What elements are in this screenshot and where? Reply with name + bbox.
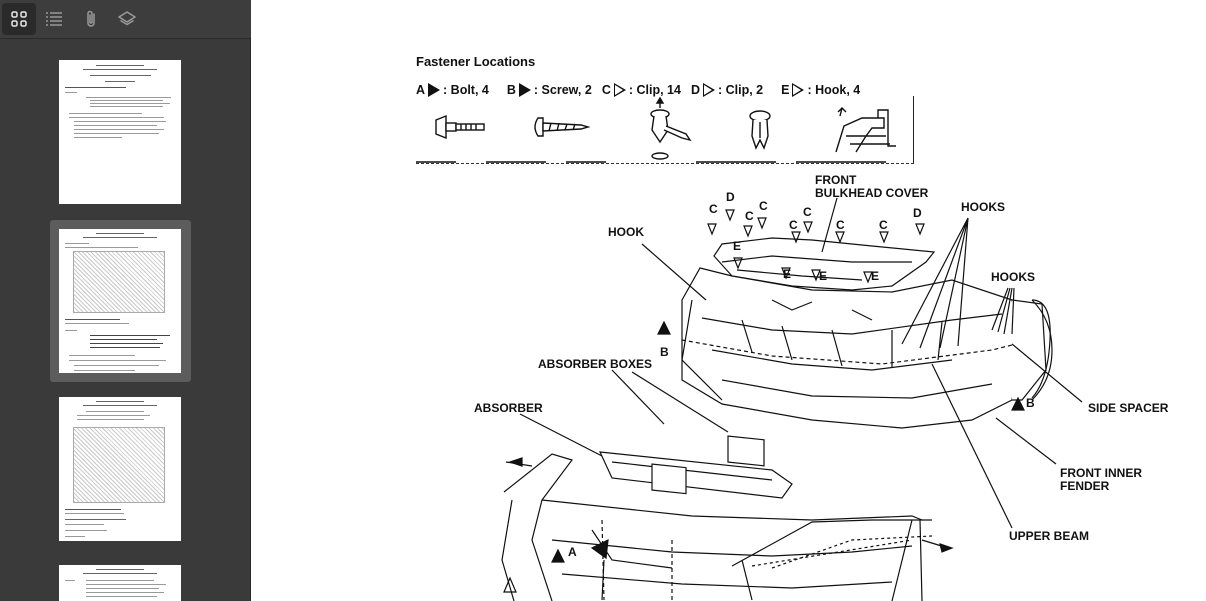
label-hooks-1: HOOKS <box>961 200 1006 214</box>
clip-letter: D <box>913 206 922 220</box>
list-icon <box>46 12 62 26</box>
open-triangle-icon <box>702 83 715 97</box>
label-side-spacer: SIDE SPACER <box>1088 401 1169 415</box>
filled-triangle-icon <box>428 83 441 97</box>
label-marker-b-left: B <box>660 345 669 359</box>
legend-letter: B <box>506 83 516 97</box>
sidebar-toolbar <box>0 0 251 39</box>
thumbnail-list <box>0 40 251 601</box>
clip-letter: C <box>789 218 798 232</box>
fastener-icons <box>416 96 896 163</box>
clip-letter: D <box>726 190 735 204</box>
clip-letter: C <box>709 202 718 216</box>
label-hook: HOOK <box>608 225 644 239</box>
hook-e-icon <box>835 107 896 153</box>
legend-text: : Screw, 2 <box>533 83 592 97</box>
legend-text: : Clip, 14 <box>628 83 681 97</box>
clip-letter: C <box>759 199 768 213</box>
legend-text: : Hook, 4 <box>807 83 861 97</box>
fastener-illustrations <box>416 96 914 164</box>
label-absorber: ABSORBER <box>474 401 543 415</box>
legend-text: : Clip, 2 <box>717 83 764 97</box>
label-upper-beam: UPPER BEAM <box>1009 529 1090 543</box>
legend-letter: E <box>781 83 790 97</box>
thumbnail-page-image <box>59 60 181 204</box>
fastener-legend: A : Bolt, 4 B : Screw, 2 C : Clip, 14 D … <box>416 82 870 98</box>
layers-icon <box>118 11 136 26</box>
page-title: Fastener Locations <box>416 54 536 69</box>
legend-letter: D <box>690 83 700 97</box>
legend-item-a: A : Bolt, 4 <box>416 82 489 98</box>
screw-icon <box>534 117 591 137</box>
thumbnail-page-image <box>59 565 181 601</box>
clip-letter: C <box>836 218 845 232</box>
clip-letter: E <box>871 269 880 283</box>
clip-letter: E <box>733 239 742 253</box>
paperclip-icon <box>87 10 95 27</box>
legend-item-e: E : Hook, 4 <box>781 82 860 98</box>
clip-letter: E <box>783 267 792 281</box>
legend-item-d: D : Clip, 2 <box>691 82 763 98</box>
label-front-bulkhead-cover-2: BULKHEAD COVER <box>815 186 929 200</box>
legend-item-c: C : Clip, 14 <box>602 82 681 98</box>
label-marker-a: A <box>568 545 577 559</box>
bolt-icon <box>435 114 485 140</box>
label-front-inner-fender-1: FRONT INNER <box>1060 466 1142 480</box>
clip-d-icon <box>749 110 771 150</box>
clip-letter: C <box>803 205 812 219</box>
bumper-exploded-diagram <box>501 197 1083 601</box>
open-triangle-icon <box>792 83 805 97</box>
clip-letter: C <box>879 218 888 232</box>
thumbnail-page-image <box>59 397 181 541</box>
page-thumbnail-1[interactable] <box>50 54 191 208</box>
legend-letter: C <box>601 83 611 97</box>
sidebar <box>0 0 251 601</box>
label-front-bulkhead-cover-1: FRONT <box>815 173 857 187</box>
page-thumbnail-2[interactable] <box>50 220 191 382</box>
page-thumbnail-3[interactable] <box>50 392 191 546</box>
legend-item-b: B : Screw, 2 <box>507 82 592 98</box>
outline-view-button[interactable] <box>37 3 71 35</box>
clip-c-icon <box>650 96 692 160</box>
thumbnails-view-button[interactable] <box>2 3 36 35</box>
attachments-view-button[interactable] <box>74 3 108 35</box>
clip-letter: E <box>819 269 828 283</box>
clip-letter: C <box>745 209 754 223</box>
page-thumbnail-4[interactable] <box>50 560 191 601</box>
label-absorber-boxes: ABSORBER BOXES <box>538 357 653 371</box>
filled-triangle-icon <box>518 83 531 97</box>
layers-view-button[interactable] <box>110 3 144 35</box>
legend-text: : Bolt, 4 <box>443 83 489 97</box>
thumbnail-page-image <box>59 229 181 373</box>
legend-letter: A <box>416 83 426 97</box>
open-triangle-icon <box>613 83 626 97</box>
label-marker-b-right: B <box>1026 396 1035 410</box>
label-hooks-2: HOOKS <box>991 270 1036 284</box>
label-front-inner-fender-2: FENDER <box>1060 479 1110 493</box>
document-page: Fastener Locations A : Bolt, 4 B : Screw… <box>252 0 1206 601</box>
grid-icon <box>11 11 27 27</box>
